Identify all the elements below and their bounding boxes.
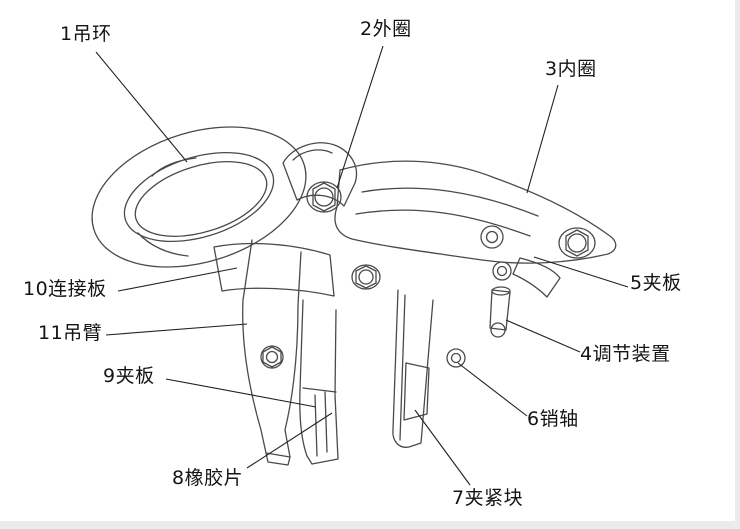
right-jaw-drawing [392, 289, 466, 448]
label-9-clamp-plate: 9夹板 [103, 365, 155, 387]
leader-line-8 [246, 412, 333, 469]
left-clamp-plate-drawing [299, 299, 339, 465]
body-linkage-drawing [213, 160, 617, 297]
leader-line-4 [505, 319, 581, 353]
adjusting-device-drawing [489, 257, 561, 338]
label-8-rubber-sheet: 8橡胶片 [172, 467, 244, 489]
label-7-clamping-block: 7夹紧块 [452, 487, 524, 509]
leader-line-2 [336, 45, 384, 189]
label-1-lifting-ring: 1吊环 [60, 23, 112, 45]
leader-line-3 [526, 84, 559, 194]
page-edge-right [735, 0, 740, 529]
page-edge-bottom [0, 521, 740, 529]
label-10-connecting-plate: 10连接板 [23, 278, 107, 300]
lifting-arm-drawing [242, 239, 302, 466]
leader-line-7 [414, 409, 471, 486]
label-3-inner-ring: 3内圈 [545, 58, 597, 80]
leader-lines [95, 45, 629, 486]
label-6-pin-shaft: 6销轴 [527, 408, 579, 430]
label-4-adjusting-device: 4调节装置 [580, 343, 671, 365]
leader-line-6 [457, 362, 528, 417]
label-11-lifting-arm: 11吊臂 [38, 322, 103, 344]
clevis-drawing [282, 142, 358, 213]
leader-line-9 [165, 378, 317, 408]
lifting-ring-drawing [91, 126, 307, 268]
leader-line-10 [117, 267, 238, 292]
leader-line-1 [95, 51, 188, 163]
label-5-clamp-plate: 5夹板 [630, 272, 682, 294]
leader-line-5 [533, 256, 629, 288]
label-2-outer-ring: 2外圈 [360, 18, 412, 40]
leader-line-11 [105, 323, 248, 336]
